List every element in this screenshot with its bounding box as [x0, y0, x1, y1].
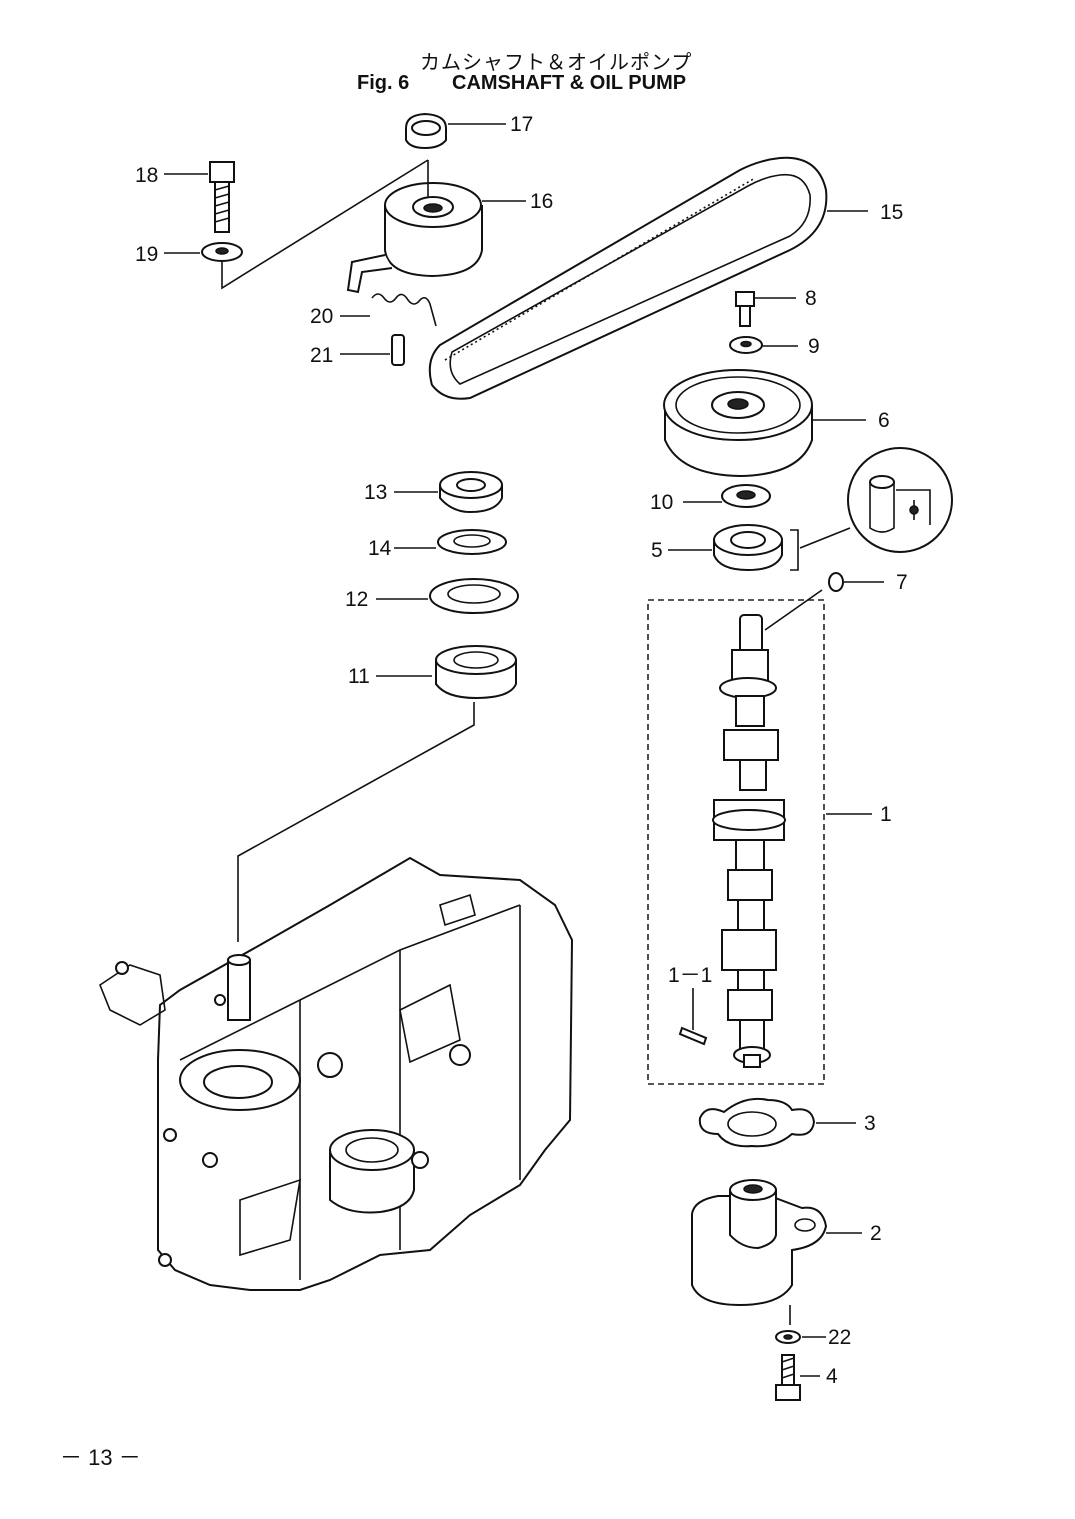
- callout-22: 22: [828, 1326, 851, 1349]
- oil-pump-drawing: [691, 1179, 828, 1325]
- bearing-drawing: [713, 484, 851, 572]
- callout-17: 17: [510, 113, 533, 136]
- callout-5: 5: [651, 539, 663, 562]
- callout-1: 1: [880, 803, 892, 826]
- callout-3: 3: [864, 1112, 876, 1135]
- timing-belt-drawing: [428, 156, 828, 400]
- callout-labels: 17 18 16 15 19 8 20 9 21 6 13 10 14 5 7 …: [135, 113, 908, 1388]
- spring-and-pin-drawing: [371, 293, 437, 366]
- tensioner-pulley-drawing: [346, 182, 483, 294]
- callout-9: 9: [808, 335, 820, 358]
- pump-bolt-drawing: [775, 1330, 801, 1401]
- leader-lines: [164, 123, 884, 1377]
- callout-12: 12: [345, 588, 368, 611]
- bolt-and-washer-drawing: [201, 159, 429, 290]
- callout-1-1: 1－1: [668, 964, 712, 987]
- callout-20: 20: [310, 305, 333, 328]
- callout-2: 2: [870, 1222, 882, 1245]
- callout-18: 18: [135, 164, 158, 187]
- cap-drawing: [405, 112, 447, 150]
- title-japanese: カムシャフト＆オイルポンプ: [420, 52, 693, 74]
- callout-15: 15: [880, 201, 903, 224]
- camshaft-drawing: [647, 589, 825, 1085]
- key-drawing: [828, 572, 844, 592]
- callout-16: 16: [530, 190, 553, 213]
- figure-label: Fig. 6: [357, 72, 410, 94]
- callout-6: 6: [878, 409, 890, 432]
- pulley-stack-drawing: [237, 471, 519, 942]
- callout-4: 4: [826, 1365, 838, 1388]
- callout-10: 10: [650, 491, 673, 514]
- callout-13: 13: [364, 481, 387, 504]
- camshaft-gear-drawing: [663, 369, 813, 478]
- engine-block-drawing: [99, 856, 574, 1291]
- detail-inset: [847, 447, 953, 553]
- gear-bolt-drawing: [729, 291, 763, 354]
- callout-19: 19: [135, 243, 158, 266]
- callout-7: 7: [896, 571, 908, 594]
- callout-8: 8: [805, 287, 817, 310]
- callout-14: 14: [368, 537, 392, 560]
- gasket-drawing: [698, 1097, 816, 1148]
- page-title: CAMSHAFT & OIL PUMP: [452, 72, 687, 94]
- callout-21: 21: [310, 344, 333, 367]
- callout-11: 11: [348, 665, 370, 688]
- page-number: － 13 －: [60, 1445, 141, 1470]
